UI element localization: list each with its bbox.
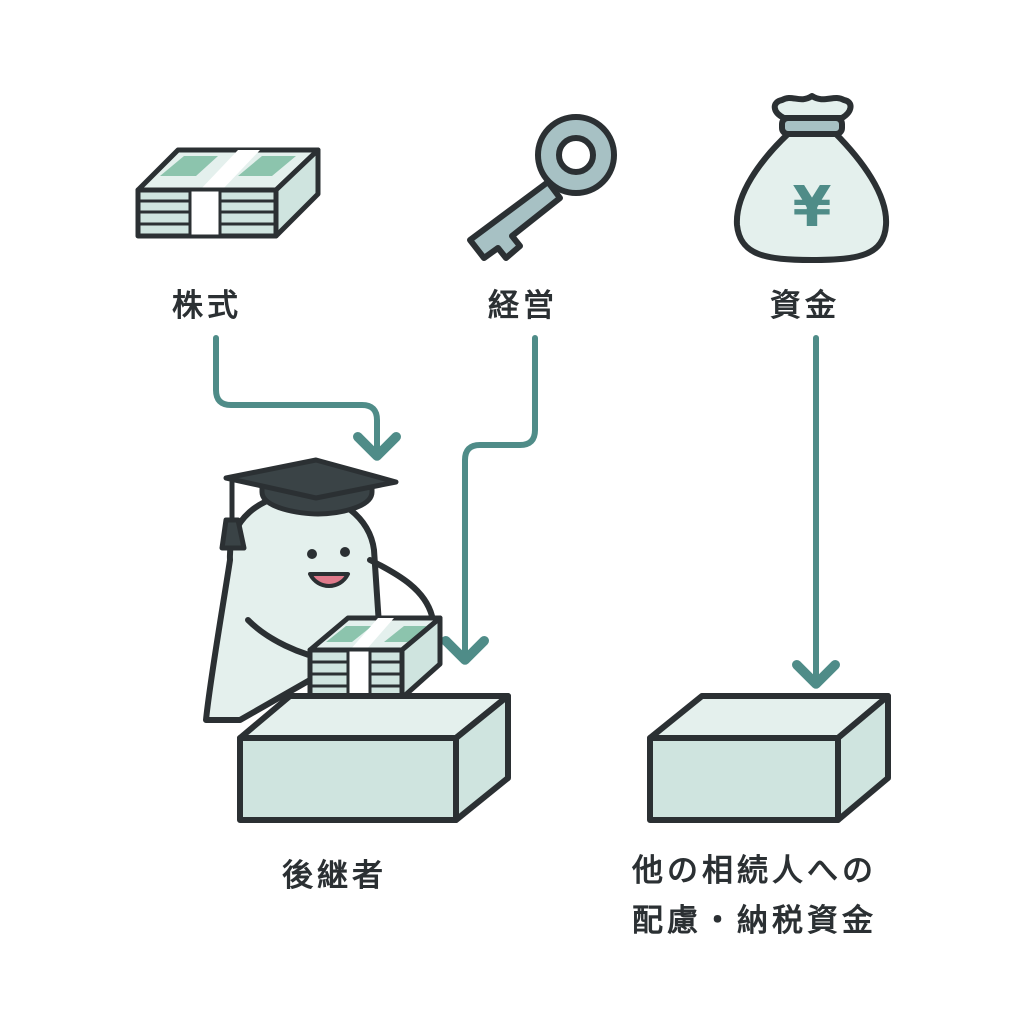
arrow-stock-to-successor: [213, 335, 401, 461]
money-bag-icon: [733, 93, 890, 263]
graduation-cap-icon: [219, 457, 399, 551]
key-icon: [467, 114, 617, 261]
label-management: 経営: [488, 288, 558, 324]
label-other-heirs-line2: 配慮・納税資金: [632, 903, 877, 939]
banknote-stack-icon: [135, 147, 321, 239]
label-other-heirs-line1: 他の相続人への: [632, 853, 877, 889]
label-other-heirs: 他の相続人への 配慮・納税資金: [632, 846, 877, 946]
label-funds: 資金: [770, 288, 840, 324]
arrow-management-to-successor: [441, 335, 538, 665]
successor-box: [237, 693, 511, 823]
yen-symbol: ¥: [793, 175, 832, 240]
other-heirs-box: [647, 693, 891, 823]
label-stock: 株式: [172, 288, 242, 324]
label-successor: 後継者: [282, 858, 387, 894]
